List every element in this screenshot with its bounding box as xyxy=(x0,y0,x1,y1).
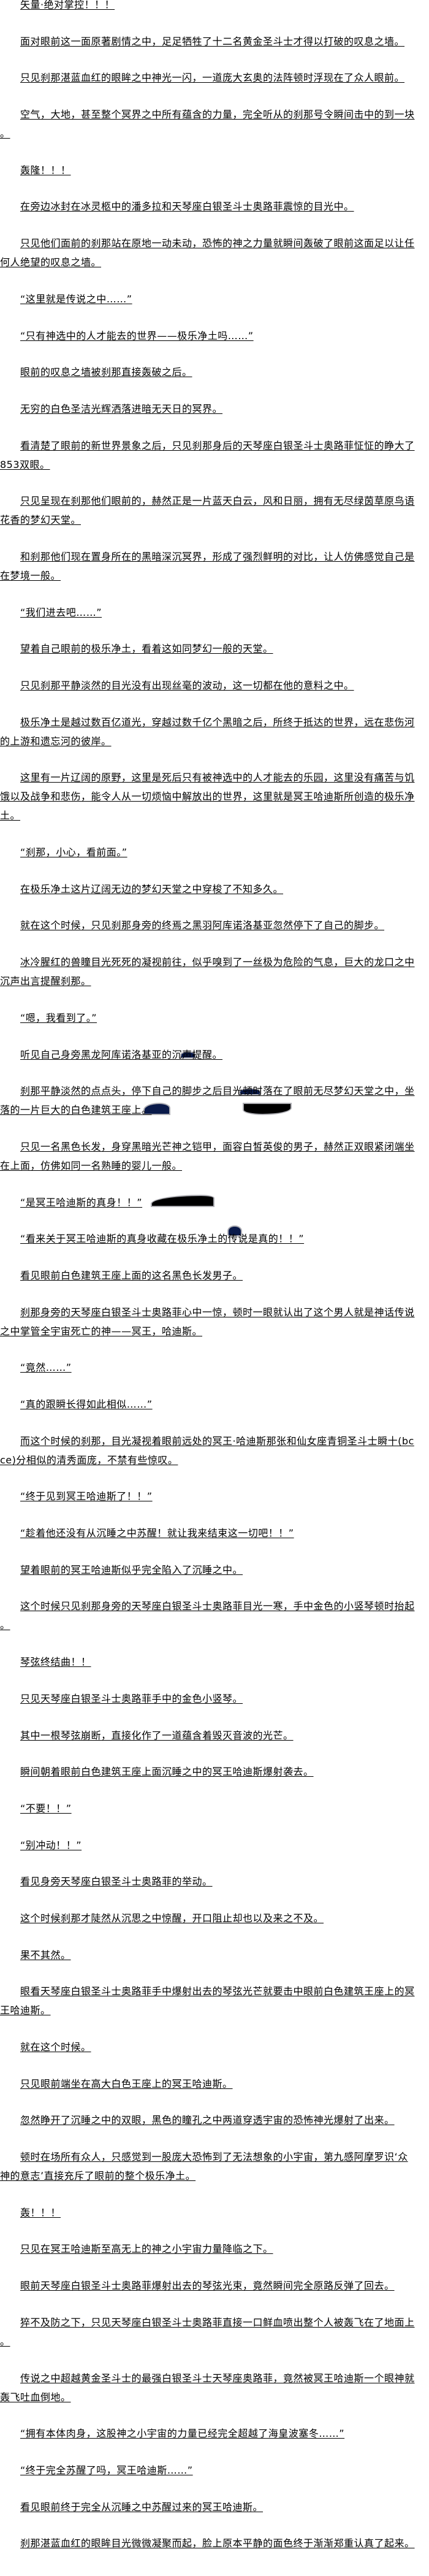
paragraph: “真的跟瞬长得如此相似……” xyxy=(20,1398,153,1410)
paragraph: 只见天琴座白银圣斗士奥路菲手中的金色小竖琴。 xyxy=(20,1692,243,1704)
paragraph: 和刹那他们现在置身所在的黑暗深沉冥界，形成了强烈鲜明的对比，让人仿佛感觉自己是在… xyxy=(0,550,415,581)
image-fragment xyxy=(240,1089,260,1094)
paragraph: 冰冷腥红的兽瞳目光死死的凝视前往，似乎嗅到了一丝极为危险的气息，巨大的龙口之中沉… xyxy=(0,956,415,987)
paragraph: “是冥王哈迪斯的真身！！” xyxy=(20,1196,143,1208)
paragraph: 这个时候只见刹那身旁的天琴座白银圣斗士奥路菲目光一寒，手中金色的小竖琴顿时抬起。 xyxy=(0,1600,415,1631)
paragraph: 只见眼前端坐在高大白色王座上的冥王哈迪斯。 xyxy=(20,2077,233,2090)
paragraph: 只见在冥王哈迪斯至高无上的神之小宇宙力量降临之下。 xyxy=(20,2243,273,2255)
image-fragment xyxy=(152,1196,213,1206)
paragraph: 这个时候刹那才陡然从沉思之中惊醒，开口阻止却也以及来之不及。 xyxy=(20,1912,324,1924)
paragraph: 只见刹那湛蓝血红的眼眸之中神光一闪，一道庞大玄奥的法阵顿时浮现在了众人眼前。 xyxy=(20,72,405,84)
paragraph: 听见自己身旁黑龙阿库诺洛基亚的沉声提醒。 xyxy=(20,1048,223,1060)
image-fragment xyxy=(229,1227,241,1235)
paragraph: “别冲动！！” xyxy=(20,1839,82,1851)
paragraph: 只见刹那平静淡然的目光没有出现丝毫的波动，这一切都在他的意料之中。 xyxy=(20,680,354,691)
paragraph: 就在这个时候。 xyxy=(20,2041,91,2053)
article-body: 矢量·绝对掌控！！！ 面对眼前这一面原著剧情之中，足足牺牲了十二名黄金圣斗士才得以… xyxy=(0,0,415,2550)
paragraph: 在旁边冰封在冰灵柩中的潘多拉和天琴座白银圣斗士奥路菲震惊的目光中。 xyxy=(20,201,354,213)
paragraph: 看见眼前白色建筑王座上面的这名黑色长发男子。 xyxy=(20,1269,243,1281)
image-fragment xyxy=(244,1104,290,1114)
paragraph: 轰！！！ xyxy=(20,2206,61,2218)
paragraph: 面对眼前这一面原著剧情之中，足足牺牲了十二名黄金圣斗士才得以打破的叹息之墙。 xyxy=(20,35,405,47)
paragraph: “终于完全苏醒了吗，冥王哈迪斯……” xyxy=(20,2464,193,2476)
paragraph: 只见呈现在刹那他们眼前的，赫然正是一片蓝天白云，风和日丽，拥有无尽绿茵草原鸟语花… xyxy=(0,495,415,526)
paragraph: 望着眼前的冥王哈迪斯似乎完全陷入了沉睡之中。 xyxy=(20,1563,243,1576)
paragraph: 轰隆！！！ xyxy=(20,164,71,176)
paragraph: 在极乐净土这片辽阔无边的梦幻天堂之中穿梭了不知多久。 xyxy=(20,883,284,895)
paragraph: 果不其然。 xyxy=(20,1949,71,1961)
paragraph: 只见一名黑色长发，身穿黑暗光芒神之铠甲，面容白皙英俊的男子，赫然正双眼紧闭端坐在… xyxy=(0,1140,415,1171)
paragraph: “这里就是传说之中……” xyxy=(20,293,132,305)
paragraph: 猝不及防之下，只见天琴座白银圣斗士奥路菲直接一口鲜血喷出整个人被轰飞在了地面上。 xyxy=(0,2316,415,2347)
paragraph: 无穷的白色圣洁光辉洒落进暗无天日的冥界。 xyxy=(20,402,223,415)
paragraph: 看见身旁天琴座白银圣斗士奥路菲的举动。 xyxy=(20,1876,213,1888)
paragraph: 刹那平静淡然的点点头，停下自己的脚步之后目光顿时落在了眼前无尽梦幻天堂之中，坐落… xyxy=(0,1085,415,1116)
image-fragment xyxy=(145,1104,169,1114)
paragraph: 望着自己眼前的极乐净土，看着这如同梦幻一般的天堂。 xyxy=(20,643,273,655)
paragraph: 只见他们面前的刹那站在原地一动未动，恐怖的神之力量就瞬间轰破了眼前这面足以让任何… xyxy=(0,237,415,269)
paragraph: “只有神选中的人才能去的世界——极乐净土吗……” xyxy=(20,329,254,342)
paragraph: 这里有一片辽阔的原野，这里是死后只有被神选中的人才能去的乐园，这里没有痛苦与饥饿… xyxy=(0,772,415,822)
paragraph: “刹那，小心，看前面。” xyxy=(20,846,127,859)
paragraph: “我们进去吧……” xyxy=(20,606,102,618)
paragraph: 看见眼前终于完全从沉睡之中苏醒过来的冥王哈迪斯。 xyxy=(20,2501,264,2513)
paragraph: 刹那身旁的天琴座白银圣斗士奥路菲心中一惊，顿时一眼就认出了这个男人就是神话传说之… xyxy=(0,1306,415,1337)
paragraph: 而这个时候的刹那，目光凝视着眼前远处的冥王·哈迪斯那张和仙女座青铜圣斗士瞬十(b… xyxy=(0,1435,414,1466)
paragraph: 忽然睁开了沉睡之中的双眼，黑色的瞳孔之中两道穿透宇宙的恐怖神光爆射了出来。 xyxy=(20,2114,395,2126)
paragraph: 就在这个时候，只见刹那身旁的终焉之黑羽阿库诺洛基亚忽然停下了自己的脚步。 xyxy=(20,919,385,932)
paragraph: 极乐净土是越过数百亿道光，穿越过数千亿个黑暗之后，所终于抵达的世界，远在悲伤河的… xyxy=(0,716,415,747)
paragraph: 瞬间朝着眼前白色建筑王座上面沉睡之中的冥王哈迪斯爆射袭去。 xyxy=(20,1766,314,1778)
paragraph: 空气，大地，甚至整个冥界之中所有蕴含的力量，完全听从的刹那号令瞬间击中的到一块。 xyxy=(0,109,415,140)
paragraph: 刹那湛蓝血红的眼眸目光微微凝聚而起，脸上原本平静的面色终于渐渐郑重认真了起来。 xyxy=(20,2537,415,2550)
paragraph: “拥有本体肉身，这股神之小宇宙的力量已经完全超越了海皇波塞冬……” xyxy=(20,2428,345,2440)
paragraph: 看清楚了眼前的新世界景象之后，只见刹那身后的天琴座白银圣斗士奥路菲怔怔的睁大了8… xyxy=(0,439,415,470)
paragraph: 琴弦终结曲！！ xyxy=(20,1656,91,1668)
paragraph: 矢量·绝对掌控！！！ xyxy=(20,0,115,10)
paragraph: “竟然……” xyxy=(20,1362,72,1374)
paragraph: 传说之中超越黄金圣斗士的最强白银圣斗士天琴座奥路菲，竟然被冥王哈迪斯一个眼神就轰… xyxy=(0,2372,415,2403)
paragraph: “趁着他还没有从沉睡之中苏醒！就让我来结束这一切吧！！” xyxy=(20,1527,294,1539)
paragraph: 眼前的叹息之墙被刹那直接轰破之后。 xyxy=(20,366,192,378)
paragraph: “嗯，我看到了。” xyxy=(20,1011,97,1024)
paragraph: “看来关于冥王哈迪斯的真身收藏在极乐净土的传说是真的！！” xyxy=(20,1233,305,1245)
image-fragment xyxy=(181,1052,195,1057)
paragraph: “不要！！” xyxy=(20,1802,72,1814)
paragraph: 顿时在场所有众人，只感觉到一股庞大恐怖到了无法想象的小宇宙，第九感阿摩罗识‘众神… xyxy=(0,2151,408,2182)
paragraph: “终于见到冥王哈迪斯了！！” xyxy=(20,1490,153,1503)
paragraph: 眼前天琴座白银圣斗士奥路菲爆射出去的琴弦光束，竟然瞬间完全原路反弹了回去。 xyxy=(20,2280,395,2292)
paragraph: 眼看天琴座白银圣斗士奥路菲手中爆射出去的琴弦光芒就要击中眼前白色建筑王座上的冥王… xyxy=(0,1985,415,2017)
paragraph: 其中一根琴弦崩断，直接化作了一道蕴含着毁灭音波的光芒。 xyxy=(20,1729,294,1741)
